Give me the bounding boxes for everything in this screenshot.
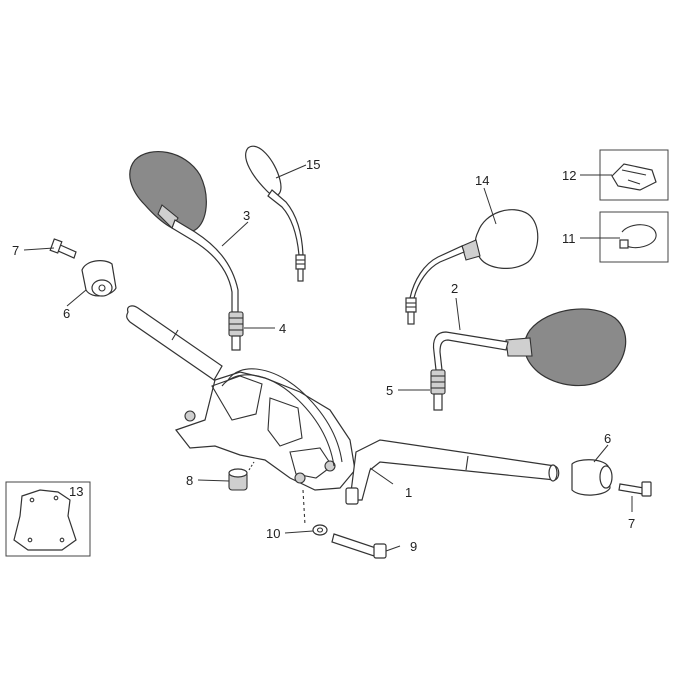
right-mirror-head <box>523 308 627 387</box>
callout-8: 8 <box>186 473 193 488</box>
inset-box-11 <box>599 211 669 263</box>
left-weight-screw <box>49 238 77 259</box>
callout-labels: 1 2 3 4 5 6 6 7 7 8 9 10 11 12 13 14 15 <box>12 157 635 554</box>
callout-1: 1 <box>405 485 412 500</box>
callout-7-right: 7 <box>628 516 635 531</box>
callout-10: 10 <box>266 526 280 541</box>
callout-9: 9 <box>410 539 417 554</box>
callout-5: 5 <box>386 383 393 398</box>
inset-box-13 <box>5 481 91 557</box>
right-upper-mirror-head <box>474 209 539 269</box>
right-mirror <box>430 308 627 411</box>
callout-14: 14 <box>475 173 489 188</box>
left-mirror-head <box>129 151 207 233</box>
small-left-mirror <box>245 145 306 282</box>
right-bar-end-weight <box>571 459 613 496</box>
rubber-bush <box>228 461 255 491</box>
callout-6-left: 6 <box>63 306 70 321</box>
callout-7-left: 7 <box>12 243 19 258</box>
right-weight-screw <box>618 481 652 497</box>
callout-11: 11 <box>562 231 576 246</box>
callout-12: 12 <box>562 168 576 183</box>
callout-3: 3 <box>243 208 250 223</box>
leader-lines <box>23 164 633 552</box>
callout-6-right: 6 <box>604 431 611 446</box>
long-bolt <box>331 533 387 559</box>
handlebar-clamp <box>175 371 356 491</box>
callout-13: 13 <box>69 484 83 499</box>
right-upper-mirror <box>405 209 539 325</box>
left-mirror <box>129 151 244 351</box>
washer <box>312 524 328 536</box>
callout-2: 2 <box>451 281 458 296</box>
handlebar-assembly <box>126 305 560 505</box>
left-bar-end-weight <box>81 260 117 297</box>
callout-15: 15 <box>306 157 320 172</box>
callout-4: 4 <box>279 321 286 336</box>
